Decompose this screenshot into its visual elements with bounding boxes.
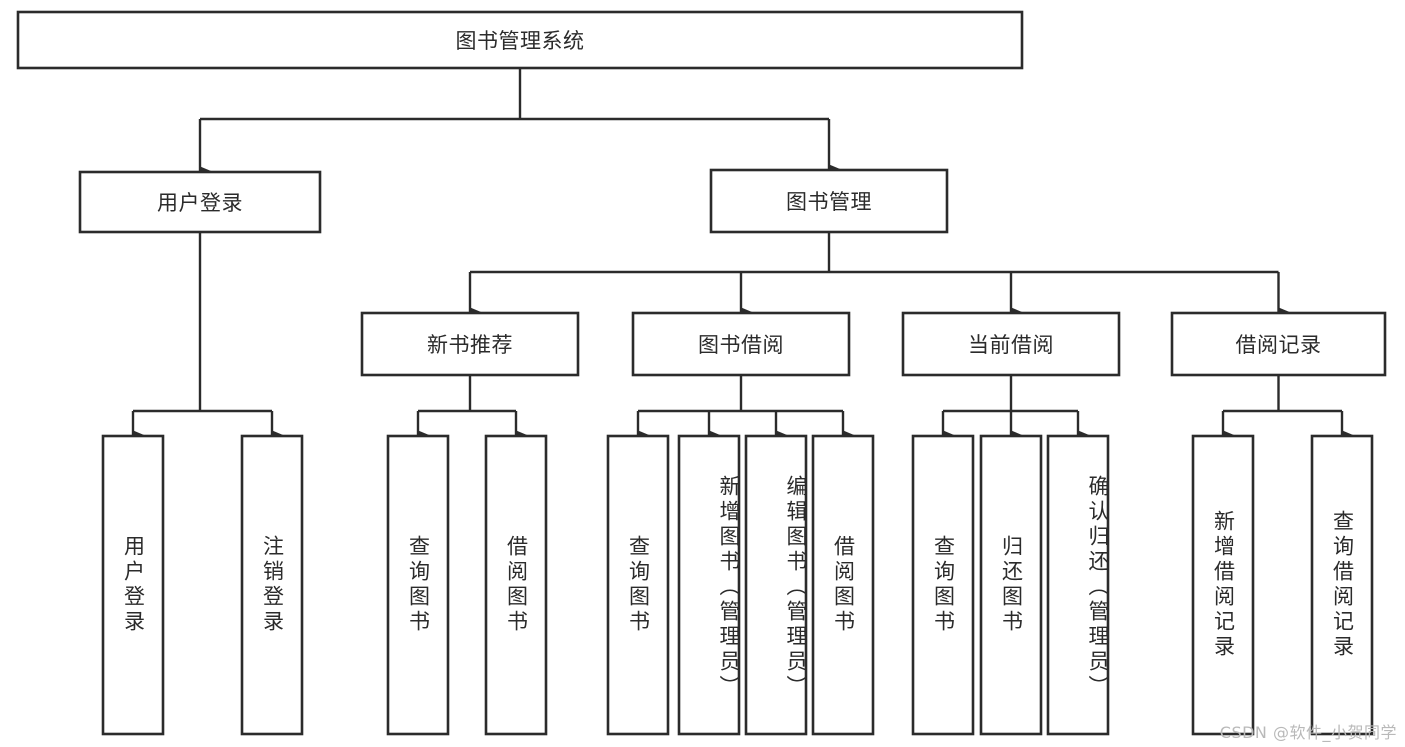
node-user-login[interactable]: [78, 170, 322, 234]
node-leaf-borrow-book[interactable]: [811, 434, 875, 736]
node-leaf-user-login[interactable]: [101, 434, 165, 736]
node-leaf-query-book-borrow[interactable]: [606, 434, 670, 736]
node-new-book-recommend[interactable]: [360, 311, 580, 377]
node-leaf-query-book-current[interactable]: [911, 434, 975, 736]
node-leaf-logout[interactable]: [240, 434, 304, 736]
box-layer: [16, 10, 1387, 736]
node-leaf-confirm-return-admin[interactable]: [1046, 434, 1110, 736]
node-leaf-query-borrow-record[interactable]: [1310, 434, 1374, 736]
node-leaf-return-book[interactable]: [979, 434, 1043, 736]
node-book-borrow[interactable]: [631, 311, 851, 377]
node-book-management[interactable]: [709, 168, 949, 234]
node-leaf-borrow-book-rec[interactable]: [484, 434, 548, 736]
connector-layer: [131, 68, 1353, 440]
node-leaf-add-book-admin[interactable]: [677, 434, 741, 736]
node-leaf-add-borrow-record[interactable]: [1191, 434, 1255, 736]
csdn-watermark: CSDN @软件_小贺同学: [1219, 723, 1397, 742]
node-current-borrow[interactable]: [901, 311, 1121, 377]
node-borrow-record[interactable]: [1170, 311, 1387, 377]
node-root[interactable]: [16, 10, 1024, 70]
node-leaf-query-book-rec[interactable]: [386, 434, 450, 736]
node-leaf-edit-book-admin[interactable]: [744, 434, 808, 736]
